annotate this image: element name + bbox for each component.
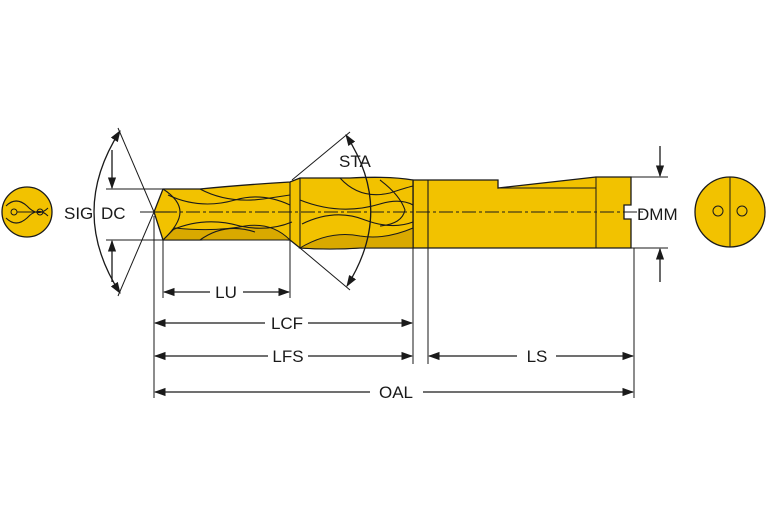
drill-point-end-view [1, 186, 53, 238]
lu-label: LU [215, 283, 237, 302]
lfs-dimension: LFS [153, 347, 414, 366]
lcf-dimension: LCF [153, 314, 414, 333]
ls-dimension: LS [427, 347, 635, 366]
sta-label: STA [339, 152, 371, 171]
oal-dimension: OAL [153, 383, 635, 402]
ls-label: LS [527, 347, 548, 366]
sig-dimension: SIG [64, 127, 155, 297]
drill-body [153, 176, 632, 250]
shank-end-view [694, 176, 766, 248]
sig-label: SIG [64, 204, 93, 223]
dmm-dimension: DMM [631, 146, 678, 282]
sta-dimension: STA [291, 131, 371, 291]
dc-label: DC [101, 204, 126, 223]
dc-dimension: DC [101, 150, 163, 282]
lu-dimension: LU [162, 283, 291, 302]
dmm-label: DMM [637, 205, 678, 224]
lfs-label: LFS [272, 347, 303, 366]
lcf-label: LCF [271, 314, 303, 333]
oal-label: OAL [379, 383, 413, 402]
extension-lines [153, 216, 635, 398]
